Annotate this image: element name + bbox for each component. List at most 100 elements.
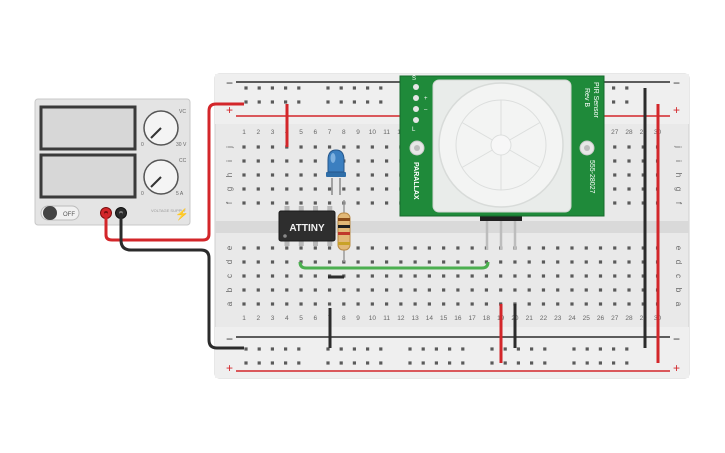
breadboard-hole <box>270 260 275 264</box>
amp-max-label: 5 A <box>176 191 184 197</box>
rail-hole <box>284 347 288 351</box>
lens-segment-line <box>509 122 541 141</box>
led-base <box>326 172 346 177</box>
breadboard-hole <box>385 159 389 163</box>
breadboard-hole <box>556 274 560 278</box>
breadboard-hole <box>513 288 517 292</box>
column-number: 14 <box>426 315 434 322</box>
breadboard-hole <box>598 246 603 250</box>
rail-hole <box>516 361 520 365</box>
rail-hole <box>434 361 438 365</box>
bottom-power-rail <box>215 327 689 378</box>
breadboard-hole <box>299 274 303 278</box>
breadboard-hole <box>613 260 617 264</box>
breadboard-hole <box>470 260 474 264</box>
led[interactable] <box>326 149 346 195</box>
breadboard-hole <box>356 159 360 163</box>
breadboard-hole <box>270 274 275 278</box>
bottom-plus-symbol-right: + <box>673 361 680 375</box>
breadboard-hole <box>399 302 403 306</box>
rail-hole <box>379 100 383 104</box>
breadboard-hole <box>442 260 446 264</box>
pir-pad-2 <box>413 95 419 101</box>
column-number: 27 <box>611 315 619 322</box>
breadboard-hole <box>556 246 560 250</box>
rail-hole <box>572 347 576 351</box>
breadboard-hole <box>598 302 603 306</box>
lens-segment-line <box>509 149 541 168</box>
rail-hole <box>270 347 274 351</box>
breadboard-hole <box>256 201 260 205</box>
power-switch-label: OFF <box>63 212 75 218</box>
breadboard-hole <box>570 246 574 250</box>
row-letter: a <box>225 301 234 306</box>
rail-hole <box>257 361 261 365</box>
rail-hole <box>379 361 383 365</box>
top-minus-symbol-right: − <box>673 76 680 90</box>
breadboard-hole <box>356 173 360 177</box>
resistor[interactable] <box>337 200 351 262</box>
breadboard-hole <box>413 288 417 292</box>
rail-hole <box>257 86 261 90</box>
volt-zero-label: 0 <box>141 142 144 148</box>
breadboard-hole <box>399 260 403 264</box>
rail-hole <box>448 361 452 365</box>
rail-hole <box>516 347 520 351</box>
column-number: 11 <box>383 129 390 136</box>
breadboard-hole <box>256 302 260 306</box>
attiny-chip[interactable]: ATTINY <box>278 206 336 246</box>
breadboard-hole <box>313 159 317 163</box>
rail-hole <box>572 361 576 365</box>
breadboard-hole <box>641 187 645 191</box>
rail-hole <box>352 100 356 104</box>
rail-hole <box>612 347 616 351</box>
chip-pin <box>298 206 304 212</box>
pir-pin-label-l: L <box>412 127 416 133</box>
chip-pin <box>327 206 333 212</box>
column-number: 28 <box>625 129 633 136</box>
pir-pad-3 <box>413 106 419 112</box>
breadboard-hole <box>641 173 645 177</box>
rail-hole <box>297 100 301 104</box>
breadboard-hole <box>270 288 275 292</box>
rail-hole <box>244 86 248 90</box>
breadboard-hole <box>256 246 260 250</box>
breadboard-hole <box>313 187 317 191</box>
rail-hole <box>598 361 602 365</box>
wire-signal-green[interactable] <box>298 261 490 270</box>
resistor-band-3 <box>338 232 350 235</box>
bottom-minus-symbol-left: − <box>226 332 233 346</box>
rail-hole <box>379 347 383 351</box>
row-letter: d <box>674 260 683 264</box>
breadboard-hole <box>541 274 546 278</box>
breadboard-hole <box>270 302 275 306</box>
column-number: 9 <box>356 315 360 322</box>
row-letter: f <box>225 201 234 204</box>
pir-sensor[interactable]: S + – L PIR Sensor Rev B 555-28027 PARAL… <box>399 75 605 250</box>
breadboard-hole <box>370 246 374 250</box>
row-letter: h <box>674 173 683 177</box>
lens-segment-line <box>461 122 493 141</box>
pir-pin-label-s: S <box>412 76 416 82</box>
breadboard-hole <box>399 288 403 292</box>
rail-hole <box>408 361 412 365</box>
breadboard-hole <box>342 288 346 292</box>
breadboard-hole <box>641 288 645 292</box>
breadboard-hole <box>570 260 574 264</box>
rail-hole <box>284 86 288 90</box>
column-number: 1 <box>242 315 246 322</box>
wire-supply-negative[interactable] <box>119 213 244 350</box>
column-number: 2 <box>256 315 260 322</box>
breadboard-hole <box>413 246 417 250</box>
breadboard-hole <box>385 260 389 264</box>
led-bulb <box>327 149 345 173</box>
breadboard-hole <box>370 274 374 278</box>
breadboard-hole <box>256 145 260 149</box>
breadboard-hole <box>627 246 631 250</box>
breadboard-hole <box>442 246 446 250</box>
column-number: 2 <box>256 129 260 136</box>
column-number: 22 <box>540 315 548 322</box>
wire-supply-positive[interactable] <box>104 102 244 242</box>
breadboard-hole <box>327 187 332 191</box>
